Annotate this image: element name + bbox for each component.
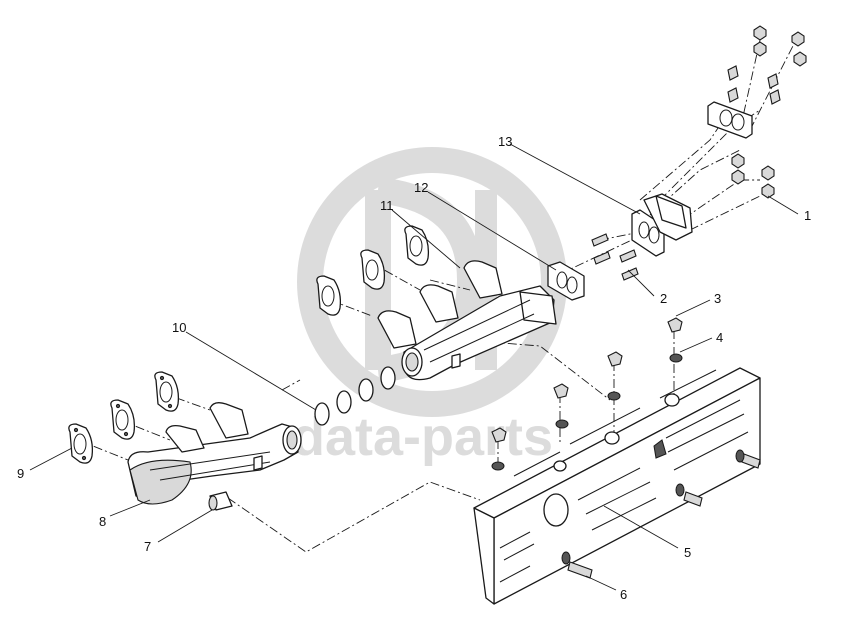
washer — [555, 419, 569, 429]
gasket-9a — [68, 423, 94, 464]
bolt — [491, 427, 507, 443]
flange-gasket — [547, 261, 585, 301]
callout-8: 8 — [99, 514, 106, 529]
gasket-9c — [154, 371, 180, 412]
washer-6 — [561, 551, 571, 565]
gasket-rear-a — [316, 275, 342, 316]
nut — [791, 31, 805, 47]
studs — [591, 233, 639, 281]
bolt — [553, 383, 569, 399]
top-flange-gasket — [707, 101, 753, 139]
callout-3: 3 — [714, 291, 721, 306]
bolt — [727, 87, 739, 103]
nut — [731, 153, 745, 169]
nut — [753, 41, 767, 57]
hardware-top-right — [727, 25, 807, 199]
front-manifold-gaskets — [68, 371, 180, 464]
callout-labels: 1 2 3 4 5 6 7 8 9 10 11 12 13 — [17, 134, 811, 602]
turbo-adapter — [631, 193, 693, 257]
watermark-text: data-parts — [292, 407, 553, 467]
o-rings — [314, 366, 396, 426]
nut — [753, 25, 767, 41]
leader-lines — [29, 143, 799, 591]
callout-7: 7 — [144, 539, 151, 554]
bolt-6 — [567, 561, 593, 579]
washer-4 — [669, 353, 683, 363]
sleeve — [208, 491, 233, 511]
callout-13: 13 — [498, 134, 512, 149]
front-exhaust-manifold — [127, 402, 302, 505]
callout-12: 12 — [414, 180, 428, 195]
bolt-3 — [667, 317, 683, 333]
bolt — [767, 73, 779, 89]
heat-shield — [473, 367, 761, 605]
washer-side — [675, 483, 685, 497]
bolt — [607, 351, 623, 367]
shield-hardware — [491, 317, 761, 579]
bolt-side — [683, 491, 703, 507]
callout-9: 9 — [17, 466, 24, 481]
bolt — [727, 65, 739, 81]
callout-11: 11 — [380, 198, 394, 213]
rear-exhaust-manifold — [377, 260, 557, 381]
nut — [793, 51, 807, 67]
callout-10: 10 — [172, 320, 186, 335]
gasket-rear-c — [404, 225, 430, 266]
callout-4: 4 — [716, 330, 723, 345]
rear-manifold-gaskets — [316, 225, 430, 316]
callout-5: 5 — [684, 545, 691, 560]
nut — [731, 169, 745, 185]
nut — [761, 165, 775, 181]
callout-2: 2 — [660, 291, 667, 306]
nut — [761, 183, 775, 199]
callout-6: 6 — [620, 587, 627, 602]
washer — [491, 461, 505, 471]
washer — [607, 391, 621, 401]
gasket-9b — [110, 399, 136, 440]
gasket-rear-b — [360, 249, 386, 290]
callout-1: 1 — [804, 208, 811, 223]
washer-side — [735, 449, 745, 463]
bolt — [769, 89, 781, 105]
